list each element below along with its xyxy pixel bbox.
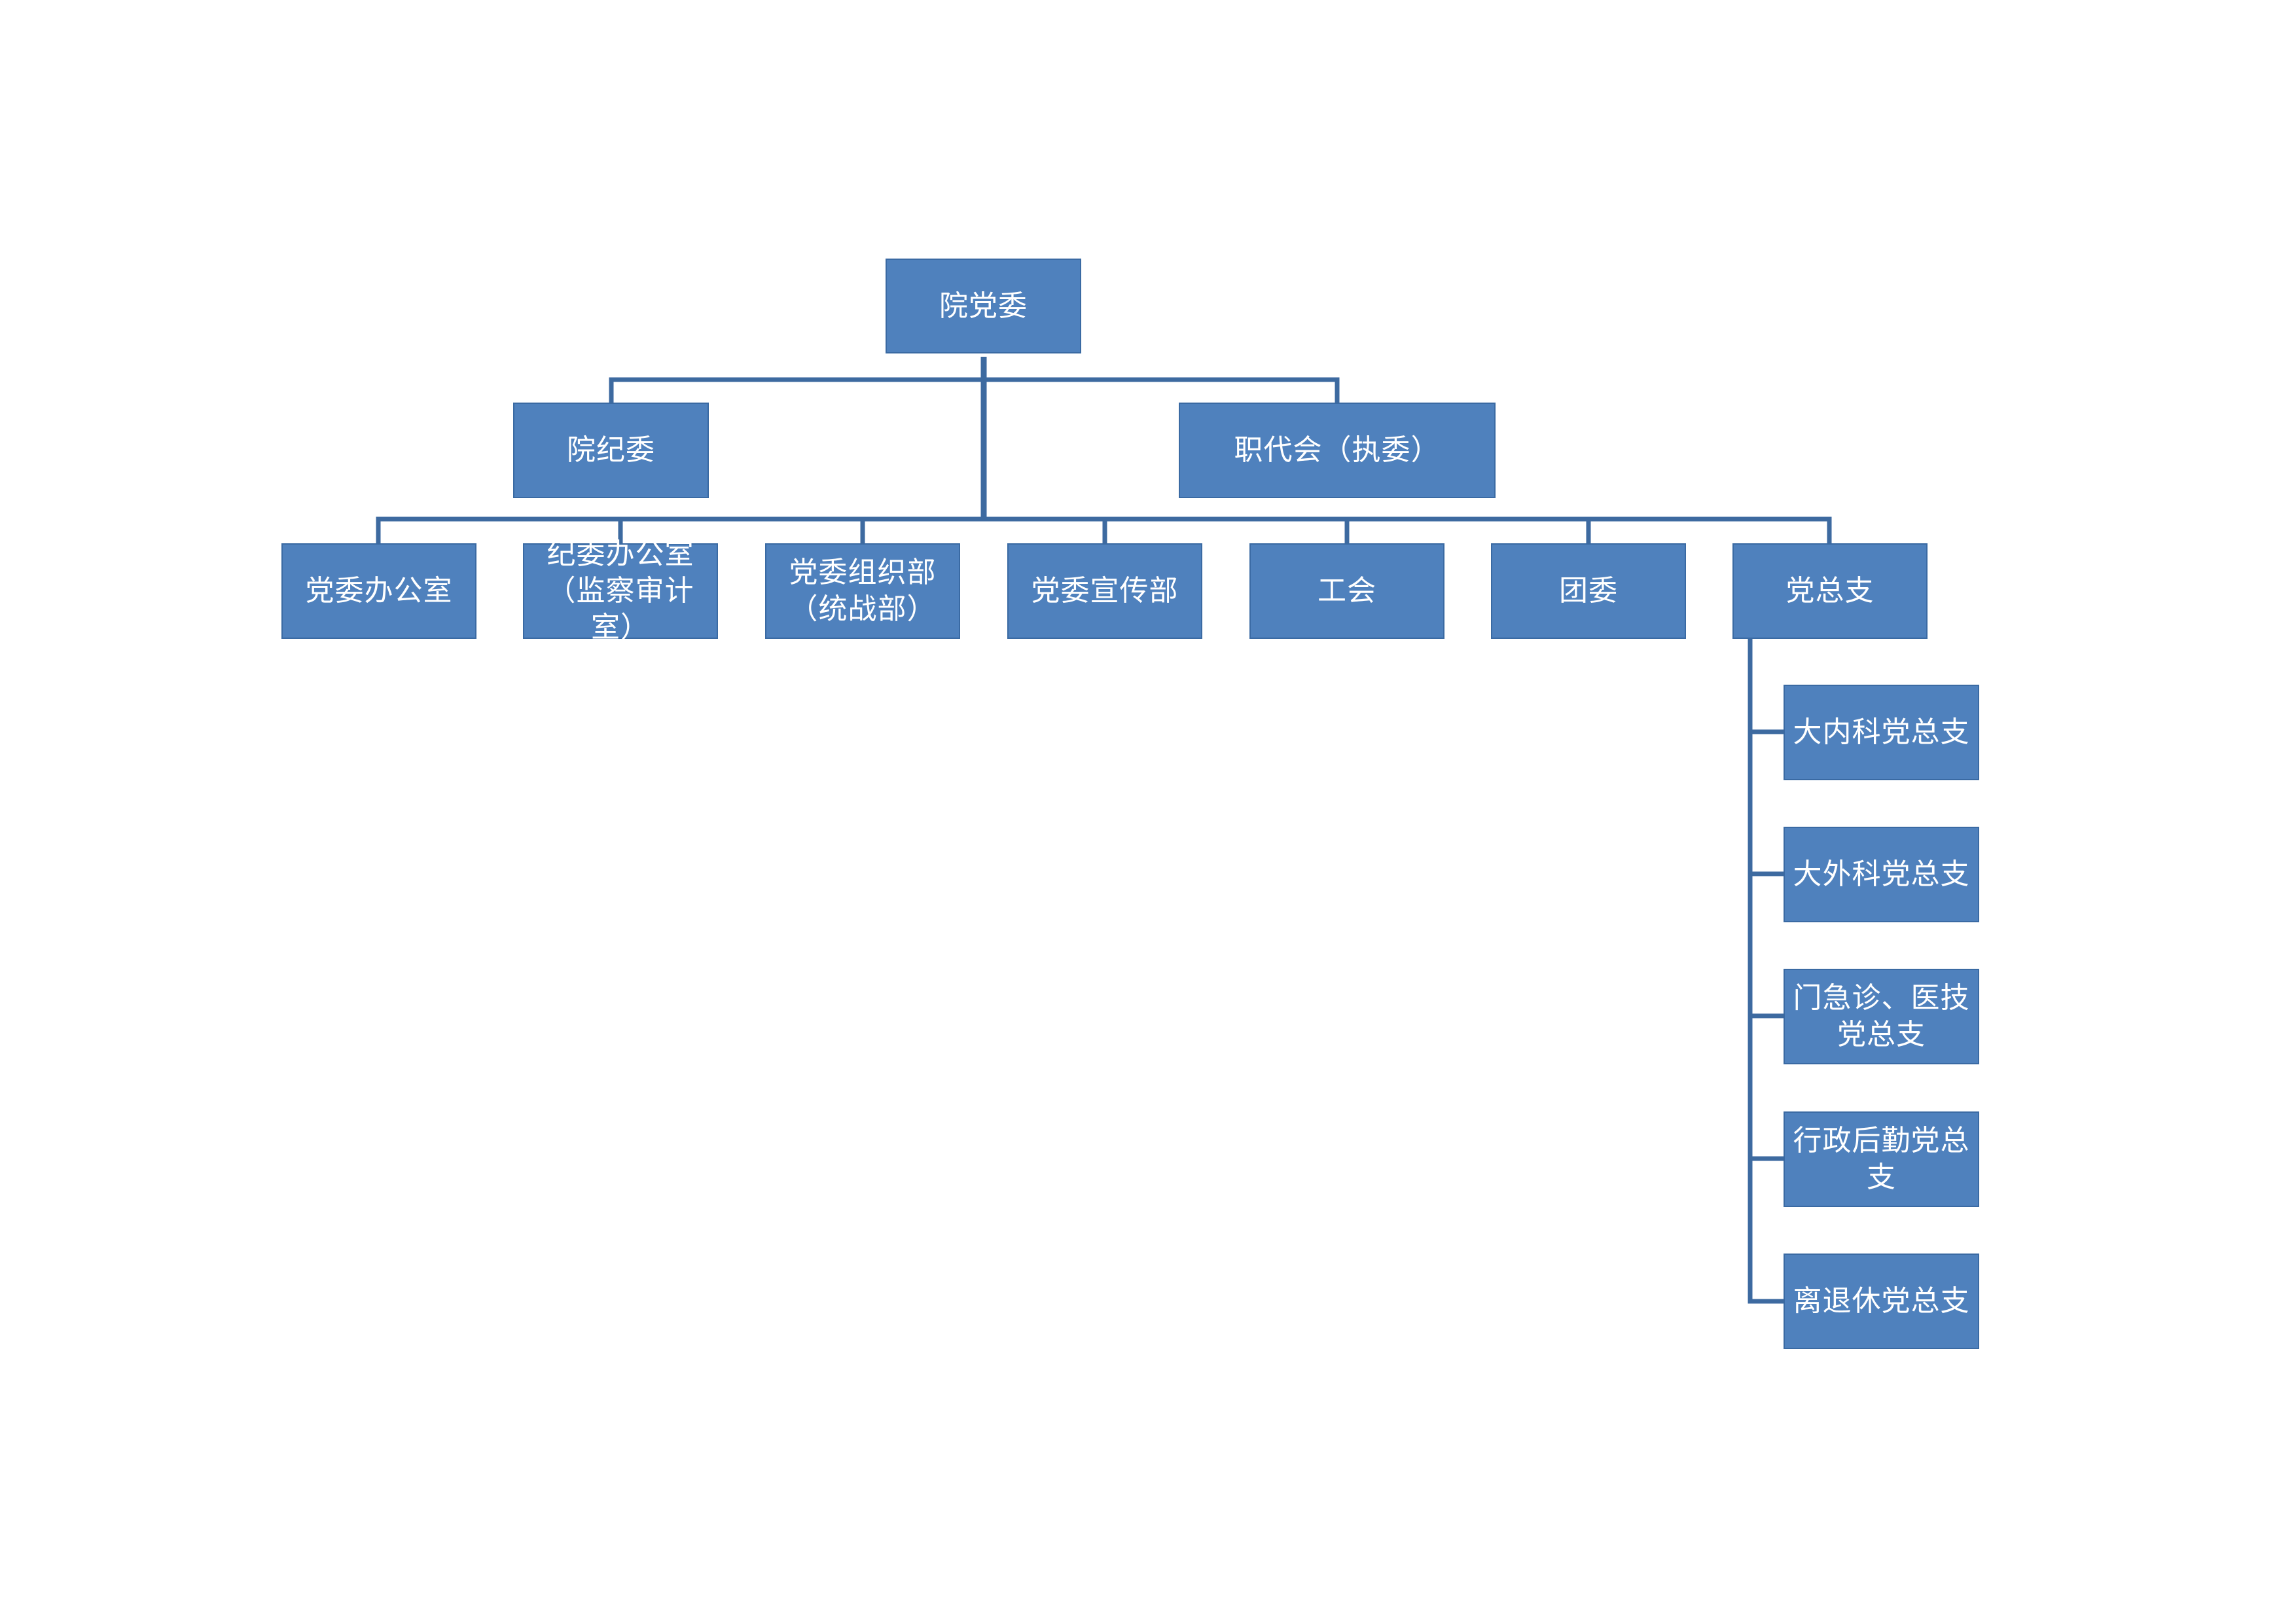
- node-dept-4: 党委宣传部: [1007, 543, 1202, 639]
- node-dept-5: 工会: [1249, 543, 1444, 639]
- node-dept-3: 党委组织部 （统战部）: [765, 543, 960, 639]
- node-branch-5: 离退休党总支: [1784, 1254, 1979, 1349]
- node-branch-4: 行政后勤党总 支: [1784, 1111, 1979, 1207]
- node-zhidaihui: 职代会（执委）: [1179, 403, 1496, 498]
- node-dept-1: 党委办公室: [281, 543, 476, 639]
- node-dept-6: 团委: [1491, 543, 1686, 639]
- node-dept-7: 党总支: [1732, 543, 1928, 639]
- node-jiwei: 院纪委: [513, 403, 709, 498]
- node-branch-1: 大内科党总支: [1784, 685, 1979, 780]
- node-branch-2: 大外科党总支: [1784, 827, 1979, 922]
- node-root: 院党委: [886, 259, 1081, 353]
- node-branch-3: 门急诊、医技 党总支: [1784, 969, 1979, 1064]
- node-dept-2: 纪委办公室 （监察审计室）: [523, 537, 718, 644]
